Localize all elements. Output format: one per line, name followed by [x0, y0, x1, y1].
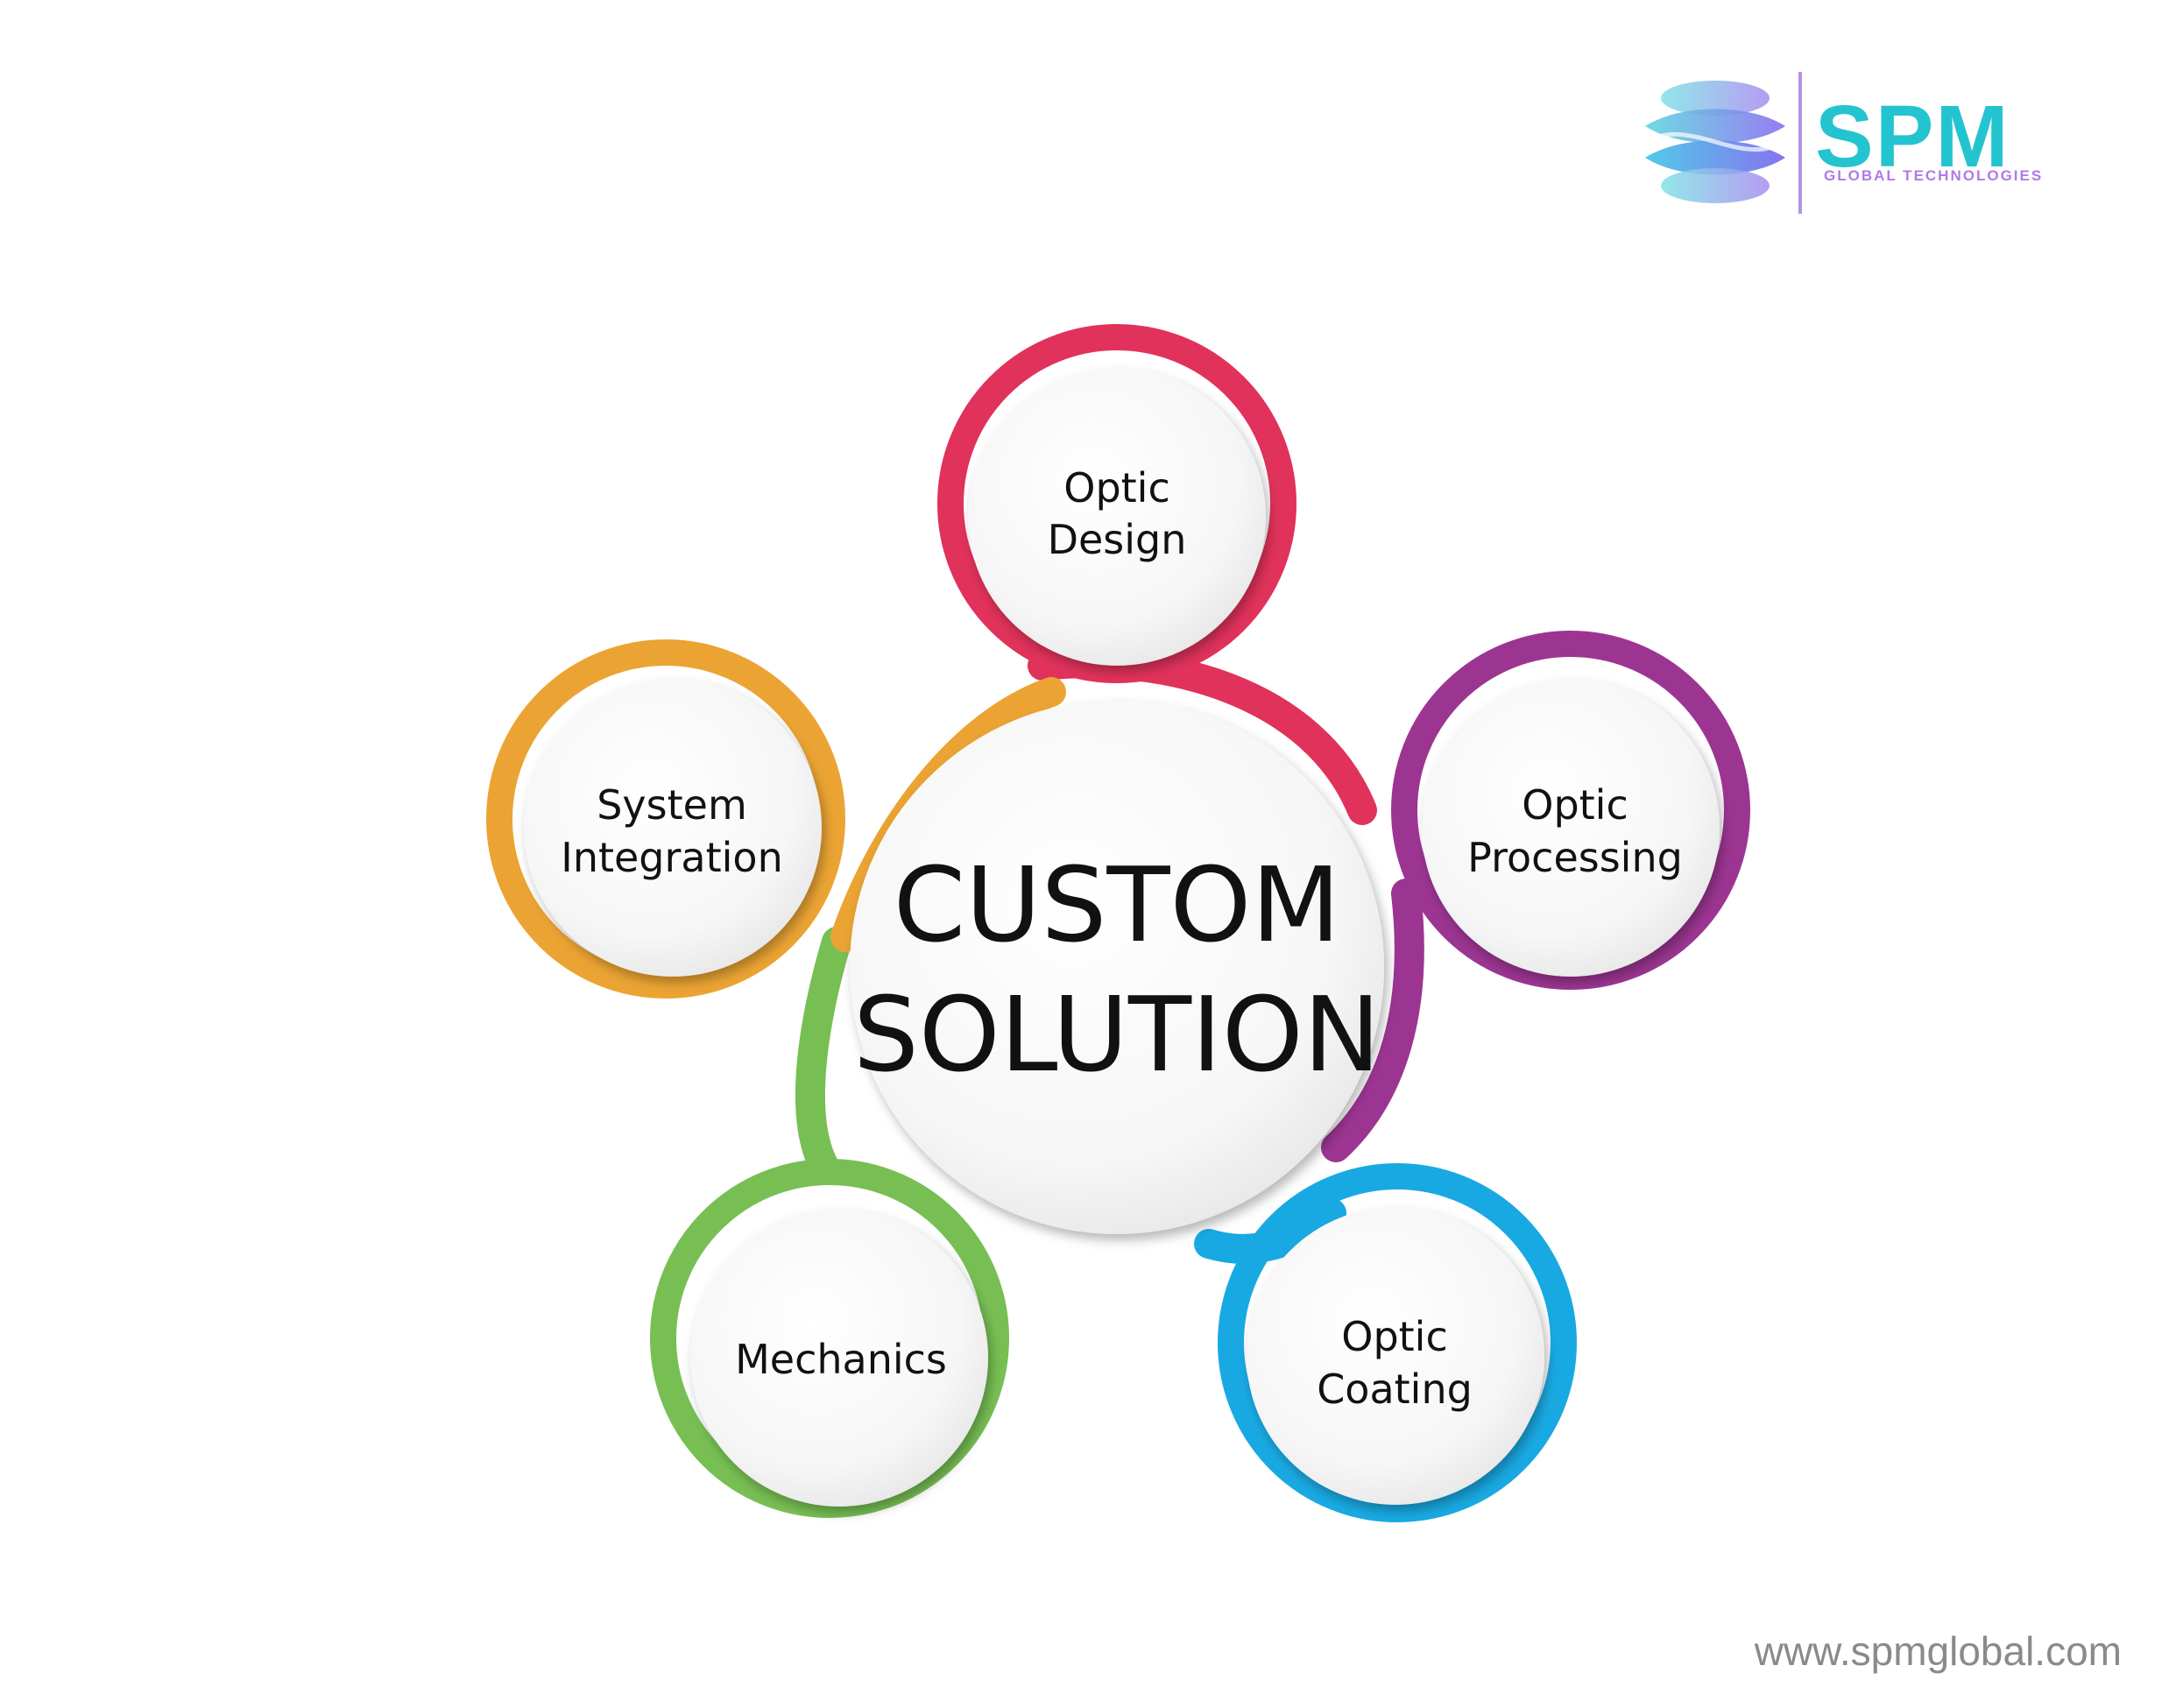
center-disc — [850, 700, 1384, 1234]
mechanics-disc — [690, 1209, 988, 1507]
mechanics-connector — [795, 927, 851, 1180]
optic-design-label-line1: Optic — [1063, 464, 1170, 512]
brand-name: SPM — [1815, 88, 2010, 186]
node-system-integration: System Integration — [524, 679, 822, 977]
brand-tagline: GLOBAL TECHNOLOGIES — [1824, 167, 2043, 184]
system-integration-disc — [524, 679, 822, 977]
system-integration-label-line1: System — [597, 781, 747, 829]
optic-coating-connector — [1194, 1198, 1346, 1264]
optic-coating-ring — [1218, 1163, 1577, 1522]
mechanics-label: Mechanics — [735, 1336, 947, 1383]
node-mechanics: Mechanics — [690, 1209, 988, 1507]
optic-design-disc — [968, 368, 1266, 666]
optic-design-label-line2: Design — [1048, 516, 1187, 563]
optic-processing-label-line1: Optic — [1522, 781, 1628, 829]
optic-coating-label-line1: Optic — [1341, 1313, 1448, 1360]
website-url: www.spmglobal.com — [1754, 1628, 2122, 1674]
optic-processing-disc — [1422, 679, 1720, 977]
node-optic-coating: Optic Coating — [1247, 1207, 1544, 1505]
center-title-line2: SOLUTION — [853, 974, 1381, 1095]
node-optic-design: Optic Design — [968, 368, 1266, 666]
optic-coating-disc — [1247, 1207, 1544, 1505]
node-optic-processing: Optic Processing — [1422, 679, 1720, 977]
center-node: CUSTOM SOLUTION — [850, 700, 1384, 1234]
optic-coating-label-line2: Coating — [1317, 1366, 1473, 1413]
spm-logo: SPM GLOBAL TECHNOLOGIES — [1645, 72, 2043, 214]
spm-logo-icon — [1645, 81, 1785, 203]
optic-processing-label-line2: Processing — [1467, 834, 1683, 881]
system-integration-label-line2: Integration — [561, 834, 782, 881]
optic-processing-connector — [1321, 879, 1424, 1162]
center-title-line1: CUSTOM — [894, 844, 1340, 965]
system-integration-ring — [486, 639, 845, 999]
